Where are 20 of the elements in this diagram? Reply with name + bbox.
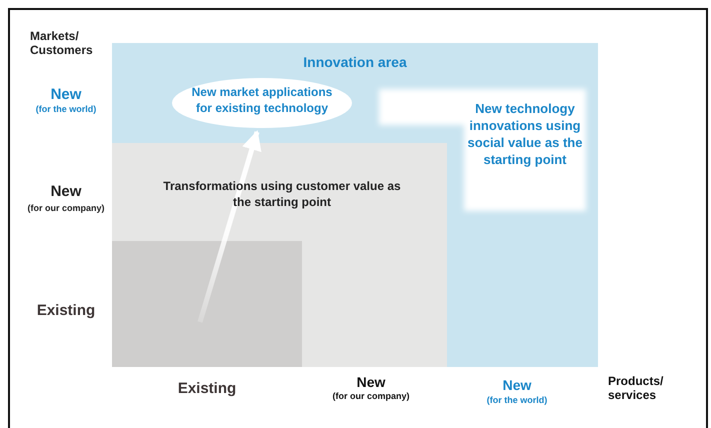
axis-label: New [50, 86, 82, 104]
node-text: New market applications for existing technology [190, 85, 334, 116]
axis-label: New [50, 183, 82, 200]
axis-sublabel: (for our company) [331, 391, 410, 402]
node-text: Transformations using customer value as the starting point [162, 179, 402, 210]
node-text: Innovation area [302, 53, 408, 72]
axis-sublabel: (for the world) [34, 104, 98, 114]
existing-area [112, 241, 302, 367]
axis-label: New [356, 374, 386, 390]
transformation-area [112, 143, 447, 367]
axis-sublabel: (for the world) [486, 395, 548, 406]
axis-label: New [502, 377, 532, 394]
arrow [198, 130, 262, 323]
axis-label: Existing [176, 380, 238, 398]
node-text: New technology innovations using social value as the starting point [466, 101, 584, 169]
axis-title: Products/ services [608, 375, 664, 403]
axis-title: Markets/ Customers [30, 30, 94, 58]
axis-label: Existing [36, 302, 96, 320]
axis-sublabel: (for our company) [26, 203, 106, 214]
innovation-area [112, 43, 598, 367]
